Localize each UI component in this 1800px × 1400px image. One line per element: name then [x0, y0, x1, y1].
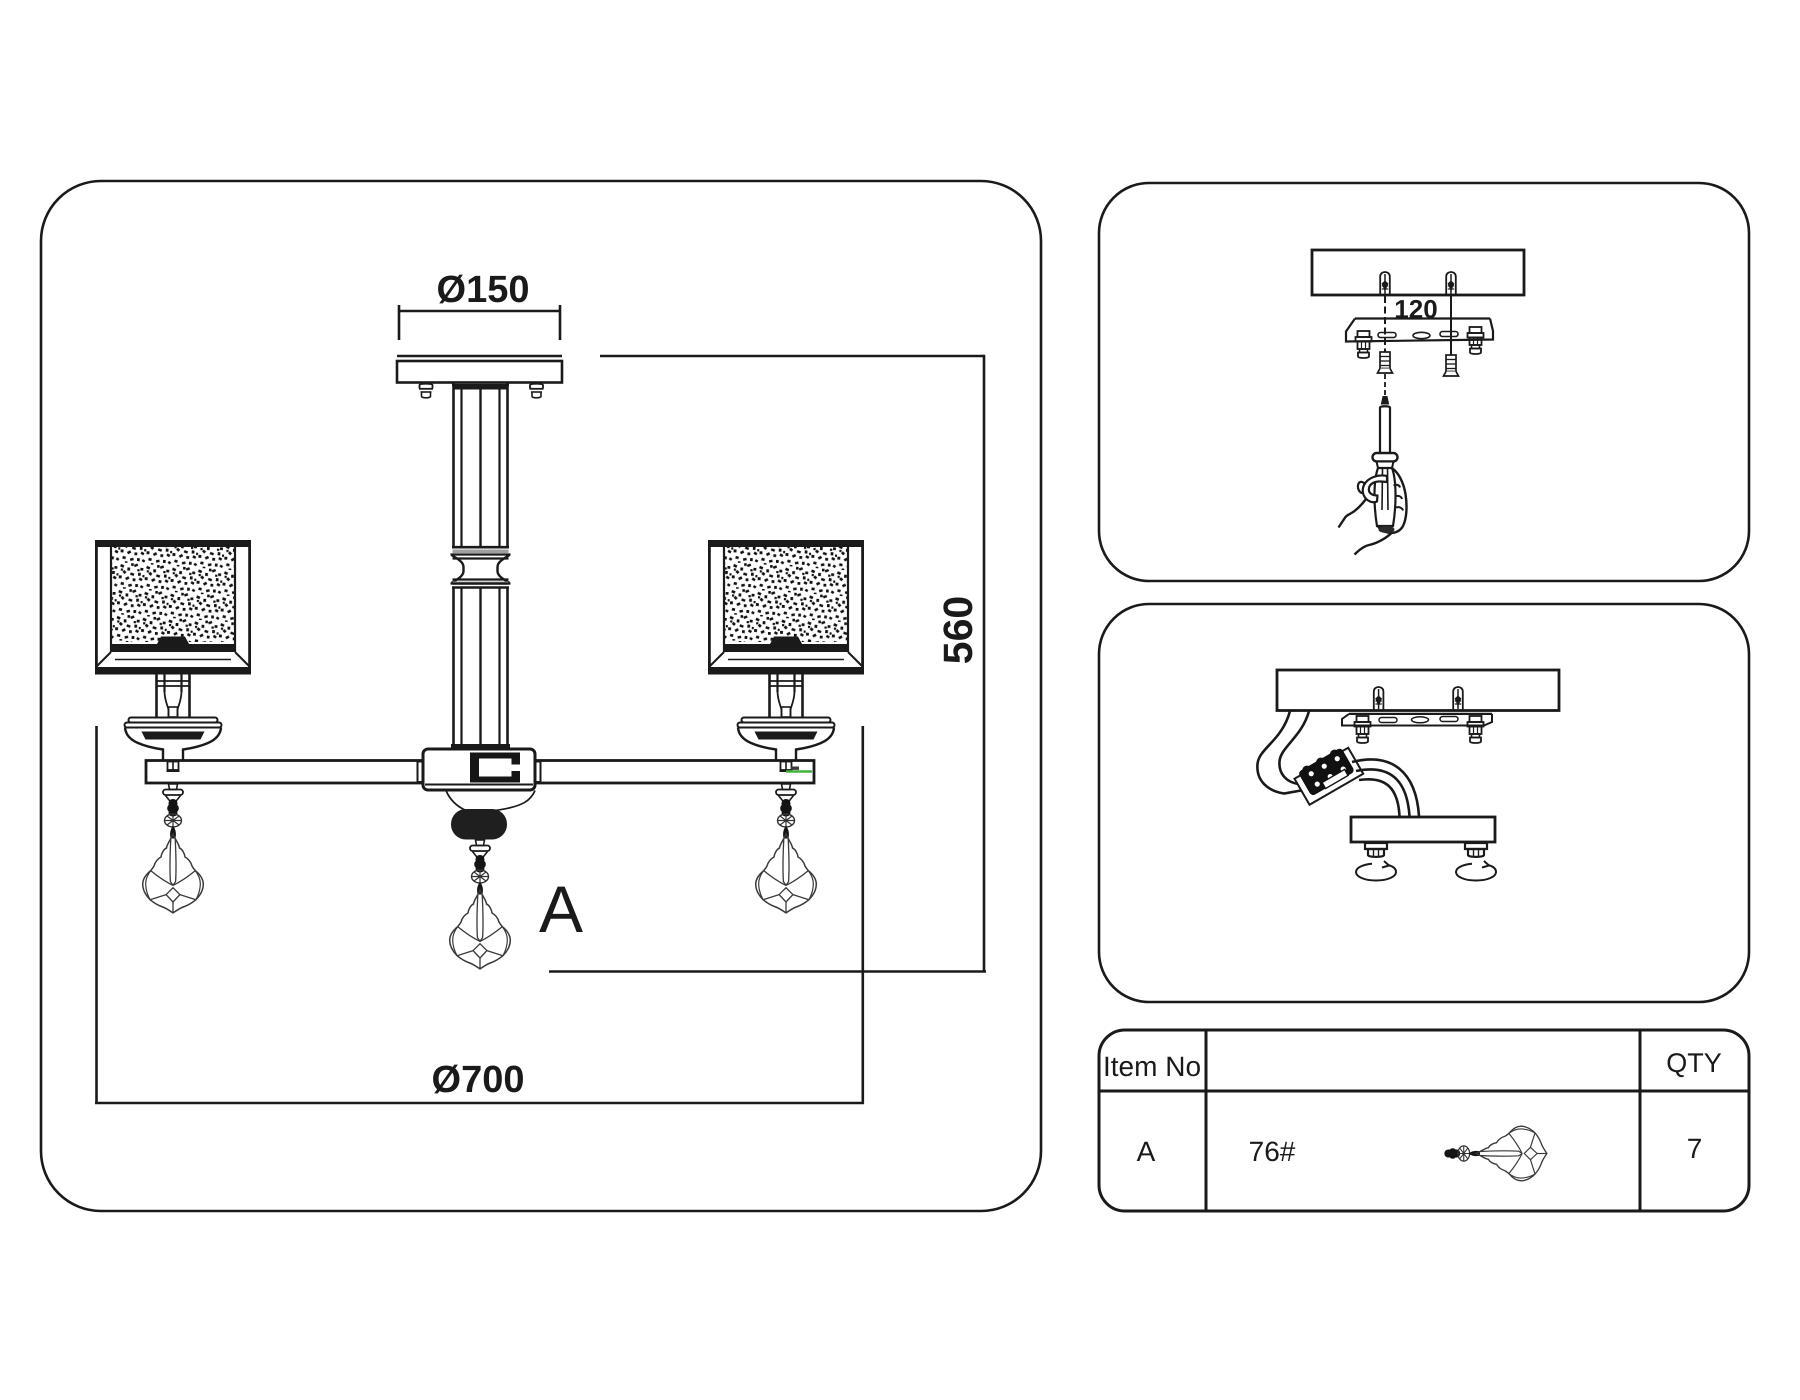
svg-text:A: A	[539, 872, 583, 946]
svg-text:76#: 76#	[1249, 1136, 1296, 1167]
svg-text:560: 560	[935, 596, 981, 664]
svg-text:Ø150: Ø150	[437, 269, 530, 311]
svg-text:Ø700: Ø700	[432, 1059, 525, 1101]
svg-text:7: 7	[1687, 1133, 1703, 1164]
svg-text:QTY: QTY	[1666, 1048, 1722, 1078]
svg-text:Item No: Item No	[1103, 1051, 1201, 1082]
svg-text:A: A	[1137, 1136, 1156, 1167]
